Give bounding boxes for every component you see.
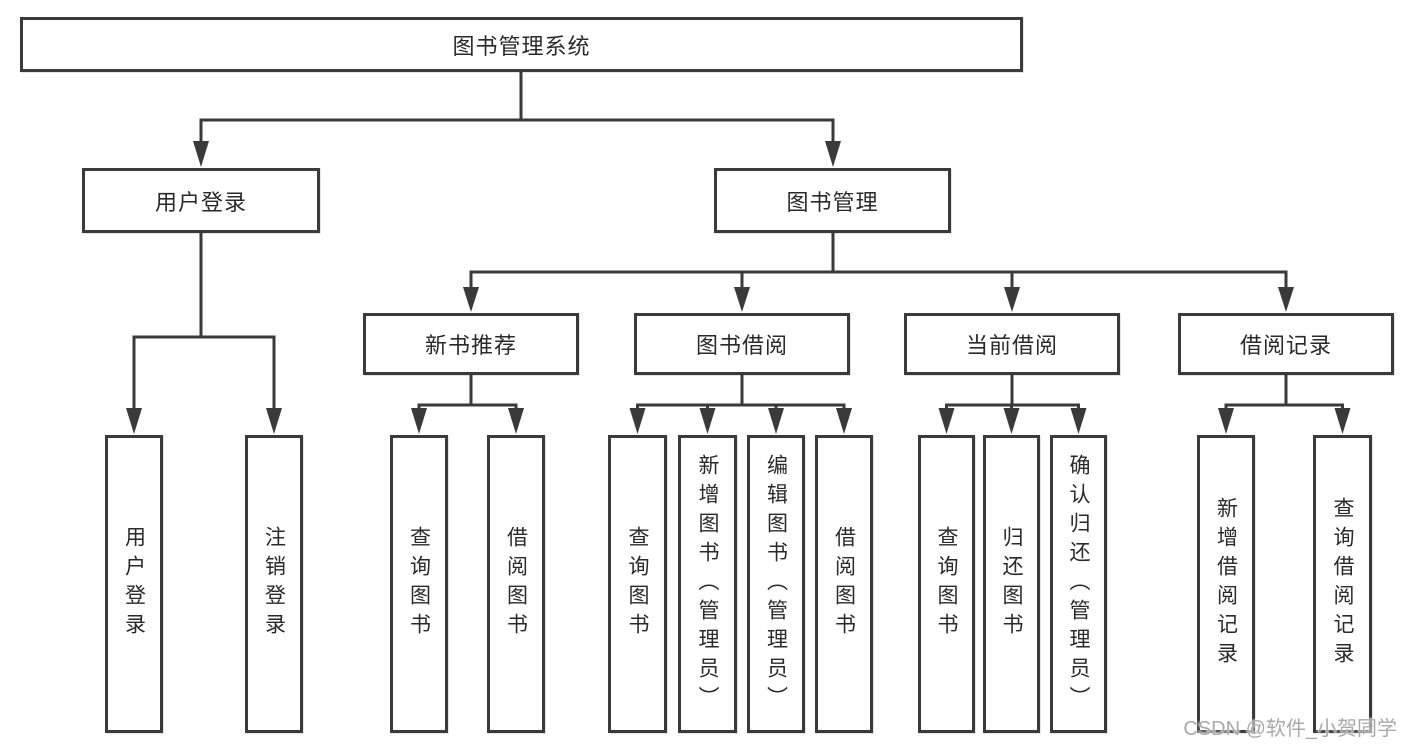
leaf-current-query-books-label: 查询图书 [935,526,958,642]
leaf-borrow-edit-books-admin-label: 编辑图书（管理员） [764,453,788,715]
leaf-records-query-borrow-record: 查询借阅记录 [1313,435,1372,733]
leaf-records-add-borrow-record: 新增借阅记录 [1197,435,1255,733]
leaf-borrow-query-books: 查询图书 [608,435,667,733]
leaf-current-confirm-return-admin: 确认归还（管理员） [1050,435,1107,733]
node-current-borrowing: 当前借阅 [904,313,1120,375]
leaf-records-add-borrow-record-label: 新增借阅记录 [1214,497,1238,671]
leaf-newbooks-borrow-books-label: 借阅图书 [504,526,528,642]
leaf-borrow-add-books-admin: 新增图书（管理员） [678,435,737,733]
node-borrowing-records-label: 借阅记录 [1239,333,1332,358]
leaf-current-return-books: 归还图书 [983,435,1040,733]
node-book-borrowing-label: 图书借阅 [695,333,788,358]
node-root: 图书管理系统 [20,17,1023,72]
leaf-borrow-borrow-books: 借阅图书 [815,435,873,733]
leaf-current-query-books: 查询图书 [918,435,975,733]
leaf-newbooks-borrow-books: 借阅图书 [487,435,545,733]
node-book-borrowing: 图书借阅 [634,313,850,375]
leaf-user-login: 用户登录 [105,435,163,733]
leaf-current-return-books-label: 归还图书 [1000,526,1023,642]
leaf-borrow-query-books-label: 查询图书 [626,526,649,642]
node-root-label: 图书管理系统 [452,33,591,59]
leaf-newbooks-query-books-label: 查询图书 [407,526,431,642]
leaf-user-login-label: 用户登录 [122,526,146,642]
node-book-management-label: 图书管理 [786,189,879,215]
node-borrowing-records: 借阅记录 [1178,313,1394,375]
leaf-borrow-edit-books-admin: 编辑图书（管理员） [747,435,805,733]
node-current-borrowing-label: 当前借阅 [965,333,1058,358]
leaf-records-query-borrow-record-label: 查询借阅记录 [1331,497,1354,671]
leaf-logout-label: 注销登录 [262,526,286,642]
leaf-borrow-add-books-admin-label: 新增图书（管理员） [696,453,719,715]
node-user-login-label: 用户登录 [154,189,247,215]
watermark-text: CSDN @软件_小贺同学 [1183,718,1397,740]
leaf-current-confirm-return-admin-label: 确认归还（管理员） [1067,453,1090,715]
node-new-book-recommend: 新书推荐 [363,313,579,375]
leaf-borrow-borrow-books-label: 借阅图书 [832,526,856,642]
node-new-book-recommend-label: 新书推荐 [424,333,517,358]
leaf-logout: 注销登录 [245,435,303,733]
leaf-newbooks-query-books: 查询图书 [390,435,448,733]
node-book-management: 图书管理 [714,168,951,233]
node-user-login: 用户登录 [82,168,320,233]
